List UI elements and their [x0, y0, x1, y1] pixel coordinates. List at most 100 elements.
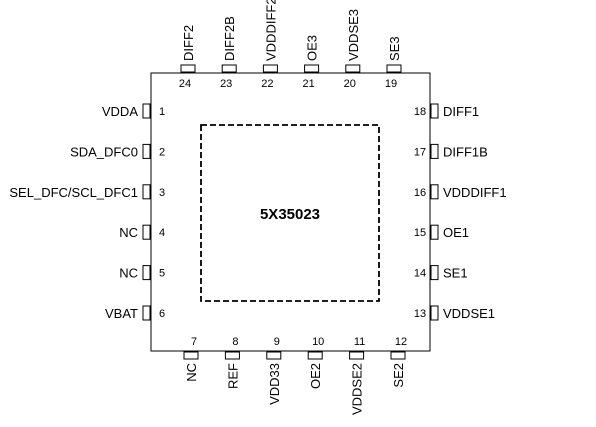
pin-2: 2 SDA_DFC0 — [70, 143, 165, 159]
pin-pad — [430, 103, 439, 119]
pin-label: DIFF2B — [222, 16, 237, 61]
pin-label: VDDDIFF1 — [443, 185, 507, 200]
pin-pad — [142, 265, 151, 281]
pin-14: 14 SE1 — [414, 265, 468, 281]
exposed-pad — [200, 124, 380, 302]
pins: 1VDDA2SDA_DFC03SEL_DFC/SCL_DFC14NC5NC6VB… — [9, 0, 506, 415]
pin-label: VDDSE1 — [443, 306, 495, 321]
pin-number: 20 — [344, 78, 356, 90]
pin-18: 18 DIFF1 — [414, 103, 479, 119]
pin-21: 21 OE3 — [302, 35, 319, 90]
pin-pad — [386, 64, 402, 73]
pin-label: VDDSE3 — [346, 9, 361, 61]
pin-number: 23 — [220, 78, 232, 90]
pin-number: 7 — [191, 336, 197, 348]
pin-number: 6 — [159, 308, 165, 320]
pin-label: OE1 — [443, 225, 469, 240]
pin-number: 16 — [414, 187, 426, 199]
pin-number: 22 — [261, 78, 273, 90]
pin-pad — [266, 351, 282, 360]
pin-pad — [345, 64, 361, 73]
pin-number: 9 — [274, 336, 280, 348]
pin-pad — [142, 143, 151, 159]
pin-number: 18 — [414, 106, 426, 118]
pin-pad — [430, 143, 439, 159]
pin-number: 2 — [159, 146, 165, 158]
pin-pad — [307, 351, 323, 360]
pin-label: SE2 — [391, 363, 406, 388]
pin-number: 21 — [302, 78, 314, 90]
pin-pad — [430, 224, 439, 240]
pin-pad — [390, 351, 406, 360]
pin-20: 20 VDDSE3 — [344, 9, 361, 90]
pin-23: 23 DIFF2B — [220, 16, 237, 90]
pin-pad — [262, 64, 278, 73]
pin-pad — [142, 103, 151, 119]
pin-label: VDDSE2 — [350, 363, 365, 415]
pin-24: 24 DIFF2 — [179, 25, 196, 90]
pin-number: 13 — [414, 308, 426, 320]
pin-16: 16 VDDDIFF1 — [414, 184, 507, 200]
pin-pad — [142, 305, 151, 321]
pin-label: VBAT — [105, 306, 138, 321]
pin-19: 19 SE3 — [385, 36, 402, 90]
pin-pad — [180, 64, 196, 73]
pin-number: 15 — [414, 227, 426, 239]
pin-number: 24 — [179, 78, 191, 90]
pin-number: 14 — [414, 268, 426, 280]
pin-label: OE2 — [308, 363, 323, 389]
chip-name: 5X35023 — [260, 206, 320, 223]
pin-number: 17 — [414, 146, 426, 158]
pin-label: VDD33 — [267, 363, 282, 405]
pin-number: 12 — [395, 336, 407, 348]
pin-label: OE3 — [305, 35, 320, 61]
pin-label: VDDA — [102, 104, 138, 119]
pin-number: 4 — [159, 227, 165, 239]
pin-15: 15 OE1 — [414, 224, 469, 240]
pin-pad — [142, 184, 151, 200]
pin-label: REF — [225, 363, 240, 389]
pin-label: SE3 — [387, 36, 402, 61]
pin-label: DIFF1B — [443, 144, 488, 159]
pin-number: 19 — [385, 78, 397, 90]
pin-number: 8 — [232, 336, 238, 348]
pin-number: 1 — [159, 106, 165, 118]
pin-pad — [221, 64, 237, 73]
pin-13: 13 VDDSE1 — [414, 305, 495, 321]
pin-pad — [142, 224, 151, 240]
pin-1: 1 VDDA — [102, 103, 165, 119]
pin-number: 11 — [354, 336, 365, 348]
pin-label: SE1 — [443, 266, 468, 281]
pin-label: DIFF2 — [181, 25, 196, 61]
pin-5: 5 NC — [119, 265, 165, 281]
pin-3: 3 SEL_DFC/SCL_DFC1 — [9, 184, 165, 200]
pin-label: VDDDIFF2 — [263, 0, 278, 61]
pin-number: 5 — [159, 268, 165, 280]
pin-label: NC — [119, 266, 138, 281]
pin-pad — [430, 265, 439, 281]
pin-label: SDA_DFC0 — [70, 144, 138, 159]
pin-number: 3 — [159, 187, 165, 199]
pin-pad — [349, 351, 365, 360]
pin-pad — [430, 184, 439, 200]
pin-pad — [183, 351, 199, 360]
pin-pad — [430, 305, 439, 321]
pin-22: 22 VDDDIFF2 — [261, 0, 278, 90]
pin-4: 4 NC — [119, 224, 165, 240]
pin-label: NC — [119, 225, 138, 240]
chip-package — [150, 72, 431, 352]
pin-17: 17 DIFF1B — [414, 143, 488, 159]
pin-6: 6 VBAT — [105, 305, 165, 321]
pin-7: 7NC — [183, 336, 199, 382]
pin-label: DIFF1 — [443, 104, 479, 119]
pin-label: SEL_DFC/SCL_DFC1 — [9, 185, 138, 200]
pin-label: NC — [184, 363, 199, 382]
pin-pad — [224, 351, 240, 360]
pin-number: 10 — [312, 336, 324, 348]
